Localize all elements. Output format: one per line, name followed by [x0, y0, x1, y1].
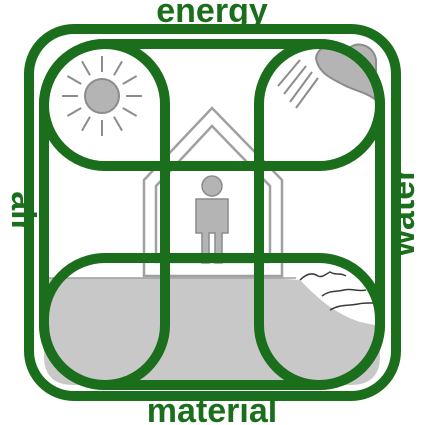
sun-ray	[122, 75, 138, 85]
sun-ray	[113, 116, 123, 132]
sun-ray	[81, 116, 91, 132]
label-energy: energy	[156, 0, 268, 30]
right-loop	[254, 39, 385, 390]
label-air: air	[4, 191, 42, 233]
label-material: material	[147, 392, 277, 425]
sun-ray	[66, 75, 82, 85]
sun-ray	[113, 60, 123, 76]
left-loop	[39, 39, 170, 390]
sun-icon	[62, 56, 142, 136]
ground-fill	[44, 277, 380, 385]
label-water: water	[384, 168, 422, 258]
person-icon	[195, 175, 229, 264]
sun-ray	[122, 107, 138, 117]
sun-ray	[81, 60, 91, 76]
inner-loops	[39, 39, 385, 390]
outer-frame	[24, 24, 401, 401]
sun-ray	[66, 107, 82, 117]
